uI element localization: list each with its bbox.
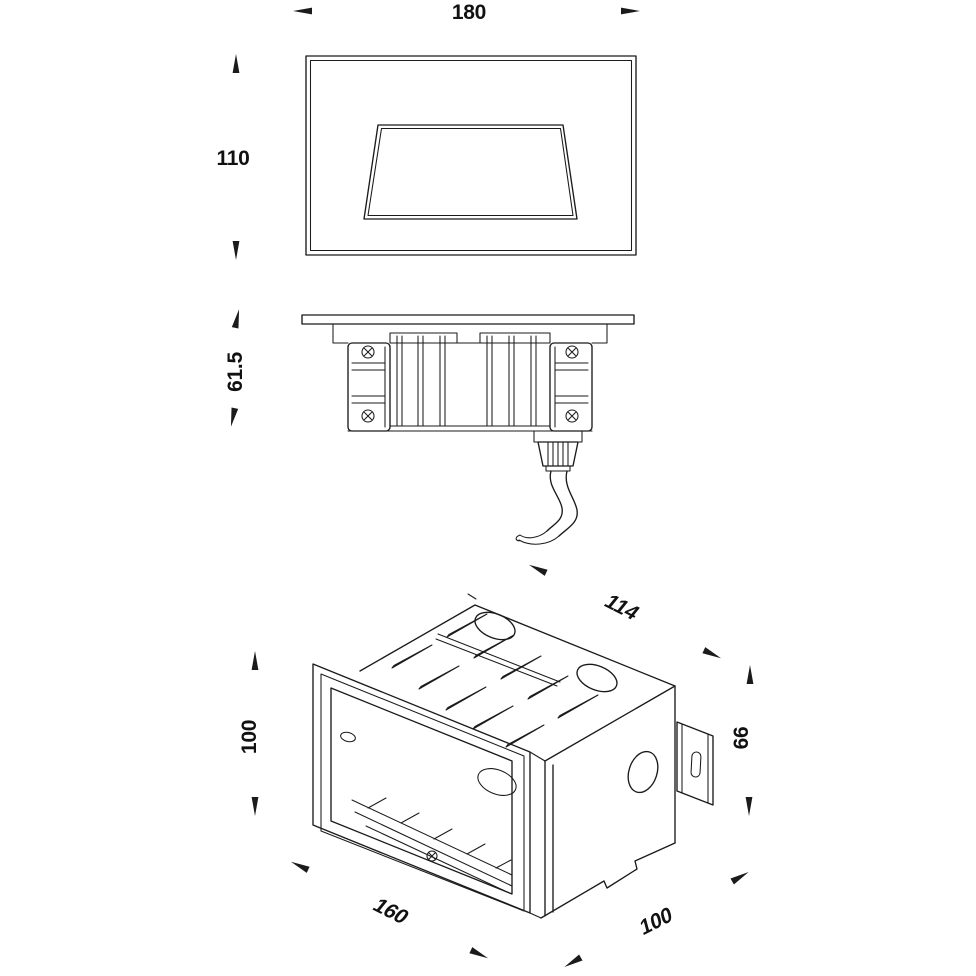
dim-label-depth-100: 100 bbox=[638, 903, 674, 941]
dim-arrow bbox=[702, 647, 723, 662]
mounting-box-view bbox=[312, 593, 714, 919]
light-window-outer bbox=[363, 124, 578, 220]
tab-slot bbox=[690, 751, 702, 778]
dim-arrow bbox=[251, 797, 259, 816]
faceplate-outer-edge bbox=[305, 55, 637, 256]
dim-arrow bbox=[527, 561, 548, 576]
dim-arrow bbox=[469, 947, 490, 962]
side-section-view bbox=[301, 314, 635, 545]
box-top-face bbox=[391, 611, 618, 748]
dim-arrow bbox=[293, 7, 312, 15]
dim-arrow bbox=[232, 54, 240, 73]
dim-arrow bbox=[231, 308, 243, 329]
dim-label-width-160: 160 bbox=[368, 895, 413, 929]
knockout-hole-floor bbox=[477, 768, 517, 796]
knockout-hole bbox=[576, 663, 618, 693]
flange bbox=[301, 314, 635, 344]
knockout-hole-side bbox=[627, 750, 659, 794]
bracket-screws bbox=[361, 345, 579, 423]
dim-arrow bbox=[251, 651, 259, 670]
faceplate-inner-edge bbox=[309, 59, 633, 252]
dim-label-height-66: 66 bbox=[730, 727, 753, 750]
dim-label-depth-114: 114 bbox=[600, 591, 644, 624]
light-window-inner bbox=[367, 127, 574, 217]
screw-icon bbox=[361, 409, 375, 423]
screw-icon bbox=[565, 345, 579, 359]
dimensions: 180 110 61.5 114 100 66 1 bbox=[217, 1, 754, 970]
dim-arrow bbox=[227, 407, 239, 428]
dim-arrow bbox=[745, 797, 753, 816]
front-view bbox=[305, 55, 637, 256]
dim-arrow bbox=[730, 869, 751, 885]
mounting-brackets bbox=[347, 342, 593, 432]
knockout-hole bbox=[474, 611, 516, 641]
box-interior bbox=[340, 731, 517, 892]
front-frame bbox=[312, 663, 531, 914]
dim-arrow bbox=[562, 954, 583, 970]
dim-label-width-180: 180 bbox=[452, 1, 486, 24]
dim-label-depth-61-5: 61.5 bbox=[224, 352, 247, 392]
side-mounting-tab bbox=[676, 721, 714, 806]
box-body bbox=[359, 593, 676, 919]
dim-arrow bbox=[746, 665, 754, 684]
dim-arrow bbox=[621, 7, 640, 15]
heatsink-fins bbox=[347, 332, 593, 432]
dim-label-height-110: 110 bbox=[217, 147, 250, 170]
screw-icon bbox=[426, 850, 438, 862]
screw-icon bbox=[361, 345, 375, 359]
dim-label-height-100: 100 bbox=[238, 720, 261, 754]
dim-arrow bbox=[232, 241, 240, 260]
dim-arrow bbox=[289, 858, 310, 873]
top-louvers bbox=[391, 613, 599, 748]
cable-gland bbox=[533, 430, 583, 472]
interior-peg bbox=[340, 731, 356, 743]
screw-icon bbox=[565, 409, 579, 423]
supply-cable bbox=[515, 470, 578, 545]
